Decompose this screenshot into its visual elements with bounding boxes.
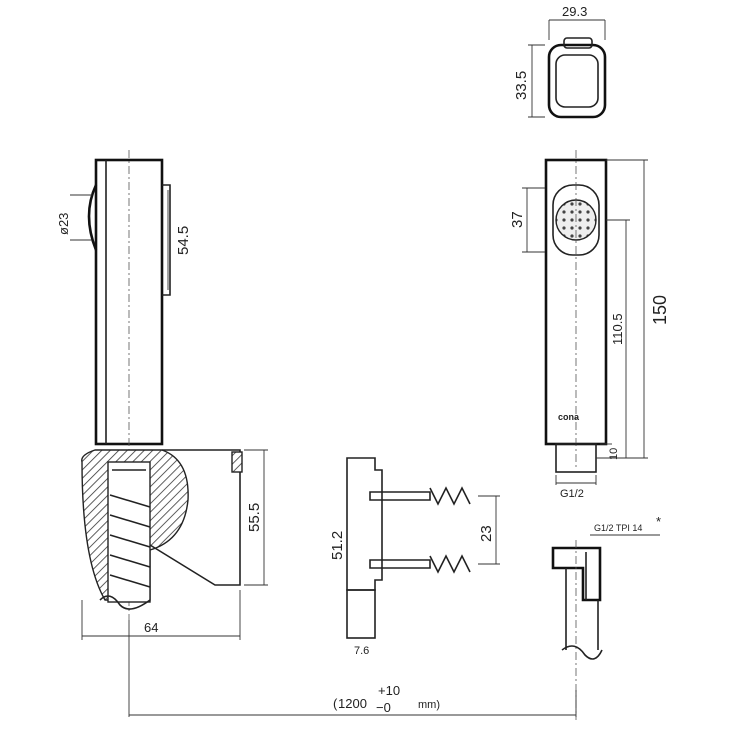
screw-spacing-label: 23 (478, 525, 495, 542)
front-view: cona 37 110.5 150 10 G1/2 (509, 150, 670, 500)
head-diameter-label: ø23 (56, 213, 71, 235)
holder-width-label: 64 (144, 620, 158, 635)
fitting-thread-label: G1/2 TPI 14 (594, 523, 642, 533)
bracket-view: 23 51.2 7.6 (329, 457, 500, 657)
top-height-label: 33.5 (513, 71, 530, 100)
hose-length-unit: mm) (418, 699, 440, 711)
fitting-note-mark: * (656, 514, 661, 529)
side-view: ø23 54.5 55.5 64 (56, 150, 268, 640)
hose-tolerance-minus: −0 (376, 700, 391, 715)
holder-height-label: 55.5 (246, 503, 263, 532)
top-width-label: 29.3 (562, 4, 587, 19)
bracket-thickness-label: 7.6 (354, 645, 369, 657)
hose-fitting: G1/2 TPI 14 * (551, 514, 661, 720)
center-to-bottom-label: 110.5 (610, 313, 625, 345)
thread-length-label: 10 (608, 448, 620, 460)
thread-label: G1/2 (560, 488, 584, 500)
hose-length-dimension: ( 1200 +10 −0 mm) (128, 620, 577, 717)
hose-tolerance-plus: +10 (378, 683, 400, 698)
head-height-label: 37 (509, 211, 526, 228)
bracket-height-label: 51.2 (329, 531, 346, 560)
total-height-label: 150 (650, 295, 670, 325)
hose-length-open: ( (333, 696, 338, 711)
top-view: 29.3 33.5 (513, 4, 607, 119)
button-length-label: 54.5 (175, 226, 192, 255)
brand-logo: cona (558, 412, 580, 422)
hose-length-value: 1200 (338, 696, 367, 711)
